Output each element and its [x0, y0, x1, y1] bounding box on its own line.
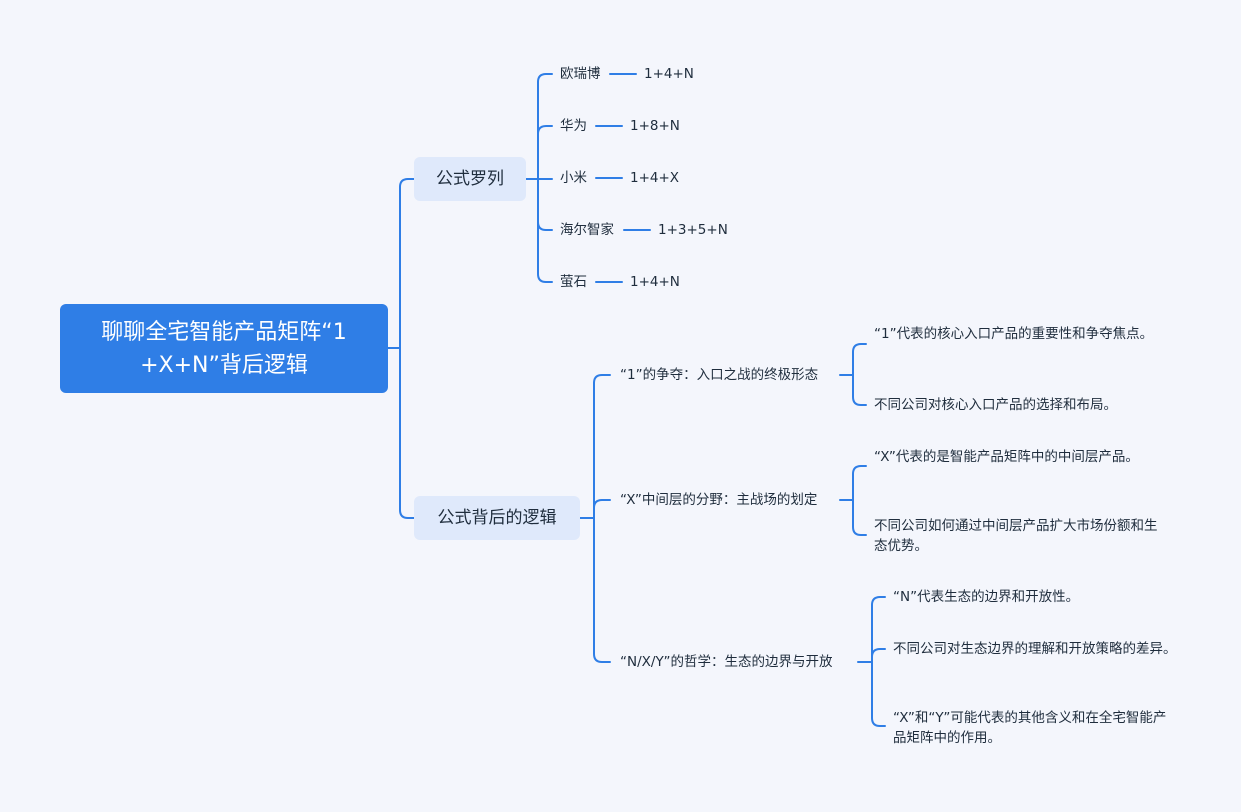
company-label[interactable]: 欧瑞博 — [560, 66, 601, 82]
connector-root-logic — [399, 347, 415, 519]
connector-l3-c — [871, 661, 886, 727]
connector-logic-2 — [593, 499, 611, 519]
company-label[interactable]: 小米 — [560, 170, 587, 186]
note[interactable]: “X”代表的是智能产品矩阵中的中间层产品。 — [874, 449, 1139, 465]
connector-l3-a — [871, 596, 886, 663]
note[interactable]: “N”代表生态的边界和开放性。 — [893, 589, 1080, 605]
note[interactable]: “1”代表的核心入口产品的重要性和争夺焦点。 — [874, 326, 1154, 342]
company-label[interactable]: 华为 — [560, 118, 587, 134]
connector-formula-1 — [537, 73, 553, 180]
branch-logic[interactable]: 公式背后的逻辑 — [414, 496, 580, 540]
branch-formulas-label: 公式罗列 — [436, 169, 504, 189]
note[interactable]: “X”和“Y”可能代表的其他含义和在全宅智能产品矩阵中的作用。 — [893, 710, 1167, 746]
logic-topic[interactable]: “1”的争夺：入口之战的终极形态 — [620, 367, 819, 383]
note[interactable]: 不同公司如何通过中间层产品扩大市场份额和生态优势。 — [874, 518, 1158, 554]
company-label[interactable]: 海尔智家 — [560, 222, 614, 238]
connector-l2-b — [852, 499, 867, 536]
formula-label[interactable]: 1+8+N — [630, 118, 680, 134]
connector-logic-3 — [593, 517, 611, 663]
connector-l3-b — [871, 648, 886, 663]
note[interactable]: 不同公司对核心入口产品的选择和布局。 — [874, 397, 1117, 413]
branch-formulas[interactable]: 公式罗列 — [414, 157, 526, 201]
connector-l2-a — [852, 465, 867, 501]
company-label[interactable]: 萤石 — [560, 274, 587, 290]
note[interactable]: 不同公司对生态边界的理解和开放策略的差异。 — [893, 641, 1177, 657]
logic-topic[interactable]: “N/X/Y”的哲学：生态的边界与开放 — [620, 654, 833, 670]
connector-l1-a — [852, 343, 867, 376]
connector-formula-2 — [537, 125, 553, 180]
root-title: 聊聊全宅智能产品矩阵“1 +X+N”背后逻辑 — [101, 320, 347, 378]
connector-root-formulas — [399, 178, 415, 349]
formula-label[interactable]: 1+4+N — [630, 274, 680, 290]
connector-formula-5 — [537, 178, 553, 283]
formula-label[interactable]: 1+3+5+N — [658, 222, 728, 238]
formula-label[interactable]: 1+4+N — [644, 66, 694, 82]
connector-formula-4 — [537, 178, 553, 231]
branch-logic-label: 公式背后的逻辑 — [437, 508, 557, 528]
root-topic[interactable]: 聊聊全宅智能产品矩阵“1 +X+N”背后逻辑 — [60, 304, 388, 393]
connector-logic-1 — [593, 374, 611, 519]
formula-label[interactable]: 1+4+X — [630, 170, 680, 186]
connector-l1-b — [852, 374, 867, 406]
logic-topic[interactable]: “X”中间层的分野：主战场的划定 — [620, 492, 818, 508]
